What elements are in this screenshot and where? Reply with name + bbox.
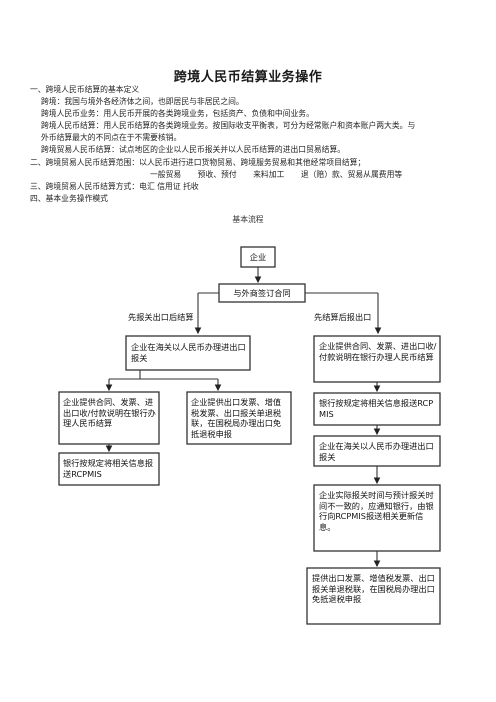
page-title: 跨境人民币结算业务操作	[173, 70, 323, 85]
section-3-heading: 三、跨境贸易人民币结算方式：电汇 信用证 托收	[30, 182, 199, 191]
scope-item: 预收、预付	[197, 170, 237, 179]
flow-l-customs: 企业在海关以人民币办理进出口报关	[131, 342, 246, 363]
definition-line: 跨境：我国与境外各经济体之间，也即居民与非居民之间。	[41, 97, 244, 106]
definition-line: 跨境人民币结算：用人民币结算的各类跨境业务。按国际收支平衡表，可分为经常账户和资…	[41, 121, 416, 130]
definition-line: 跨境人民币业务：用人民币开展的各类跨境业务，包括资产、负债和中间业务。	[41, 109, 314, 118]
flow-caption: 基本流程	[232, 215, 264, 224]
flow-r-report: 银行按规定将相关信息报送RCPMIS	[319, 398, 434, 419]
flow-l-report: 银行按规定将相关信息报送RCPMIS	[63, 458, 154, 479]
scope-item: 退（赔）款、贸易从属费用等	[300, 170, 403, 179]
flow-enterprise: 企业	[249, 252, 267, 262]
flow-l-tax: 企业提供出口发票、增值税发票、出口报关单退税联，在国税局办理出口免抵退税申报	[191, 397, 282, 439]
definition-line: 外币结算最大的不同点在于不需要核销。	[41, 133, 182, 142]
flow-contract: 与外商签订合同	[233, 288, 291, 298]
flow-r-docs: 企业提供合同、发票、进出口收/付款说明在银行办理人民币结算	[319, 341, 437, 362]
section-2-heading: 二、跨境贸易人民币结算范围：以人民币进行进口货物贸易、跨境服务贸易和其他经常项目…	[30, 158, 366, 167]
box-r-tax	[306, 567, 441, 625]
flow-branch-right: 先结算后报出口	[314, 312, 372, 322]
flow-r-customs: 企业在海关以人民币办理进出口报关	[319, 441, 434, 462]
section-4-heading: 四、基本业务操作模式	[30, 194, 108, 203]
box-l-report	[58, 452, 160, 486]
scope-items: 一般贸易 预收、预付 来料加工 退（赔）款、贸易从属费用等	[150, 169, 416, 180]
flow-r-tax: 提供出口发票、增值税发票、出口报关单退税联，在国税局办理出口免抵退税申报	[312, 573, 435, 604]
section-1-heading: 一、跨境人民币结算的基本定义	[30, 85, 140, 94]
flow-l-docs: 企业提供合同、发票、进出口收/付款说明在银行办理人民币结算	[63, 397, 156, 428]
flow-branch-left: 先报关出口后结算	[128, 312, 194, 322]
box-l-customs	[125, 335, 251, 371]
scope-item: 来料加工	[253, 170, 285, 179]
box-l-tax	[186, 391, 292, 445]
definition-line: 跨境贸易人民币结算：试点地区的企业以人民币报关并以人民币结算的进出口贸易结算。	[41, 145, 346, 154]
flow-r-mismatch: 企业实际报关时间与预计报关时间不一致的，应通知银行，由银行向RCPMIS报送相关…	[319, 490, 434, 532]
scope-item: 一般贸易	[150, 170, 182, 179]
